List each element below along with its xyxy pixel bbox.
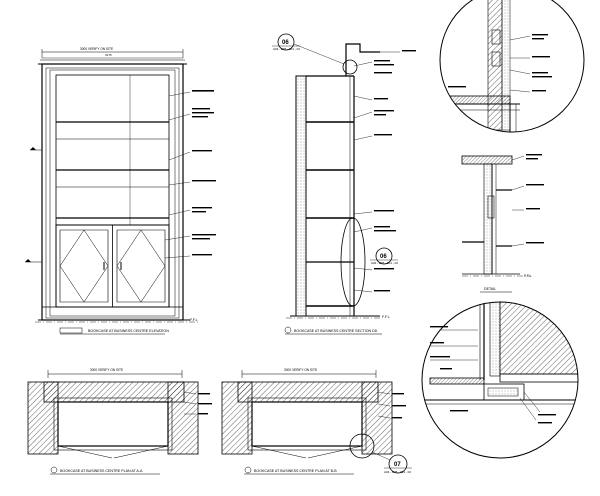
elevation-caption: BOOKCASE AT BUSINESS CENTRE ELEVATION [88,329,169,333]
section-callout-mid-number: 06 [380,254,387,260]
plan-a-notes: 3000 VERIFY ON SITE BOOKCASE AT BUSINESS… [50,368,212,475]
plan-b [221,370,393,459]
plan-a [27,370,199,459]
plan-a-caption: BOOKCASE AT BUSINESS CENTRE PLAN AT A-A [60,469,143,473]
section-callout-mid-ref: A04 - B05 - 001 - 02 [371,261,398,265]
detail-small-ffl: F.F.L [524,274,532,278]
section-dd [286,43,400,319]
section-callout-top-number: 06 [282,40,289,46]
detail-small [461,155,530,277]
section-callout-mid: 06 A04 - B05 - 001 - 02 [370,247,398,265]
detail-small-caption: DETAIL [484,287,496,291]
detail-circle-bottom [421,301,579,459]
section-caption: BOOKCASE AT BUSINESS CENTRE SECTION DD [294,329,378,333]
detail-small-notes: F.F.L DETAIL [480,154,544,293]
plan-b-notes: 3000 VERIFY ON SITE BOOKCASE AT BUSINESS… [244,368,412,475]
elevation-front [25,49,200,323]
plan-b-caption: BOOKCASE AT BUSINESS CENTRE PLAN AT B-B [254,469,337,473]
section-callout-top: 06 A04 - B05 - 001 - 02 [272,33,345,65]
plan-b-callout-number: 07 [394,462,401,468]
section-ffl: F.F.L [382,315,390,319]
plan-a-dim-text: 3000 VERIFY ON SITE [90,368,123,372]
plan-b-callout-ref: A04 - B05 - 001 - 02 [384,470,411,474]
section-callout-top-ref: A04 - B05 - 001 - 02 [273,47,300,51]
section-notes: 06 A04 - B05 - 001 - 02 06 A04 - B05 - 0… [272,33,416,335]
detail-circle-top [439,0,585,133]
elevation-dim-text: 3000 VERIFY ON SITE [80,47,113,51]
plan-b-callout: 07 A04 - B05 - 001 - 02 [371,451,412,474]
elevation-front-notes: 3000 VERIFY ON SITE 3175 F.F.L BOOKCASE … [59,47,216,335]
elevation-ffl: F.F.L [190,318,198,322]
elevation-dim-sub: 3175 [105,53,112,57]
plan-b-dim-text: 3000 VERIFY ON SITE [284,368,317,372]
